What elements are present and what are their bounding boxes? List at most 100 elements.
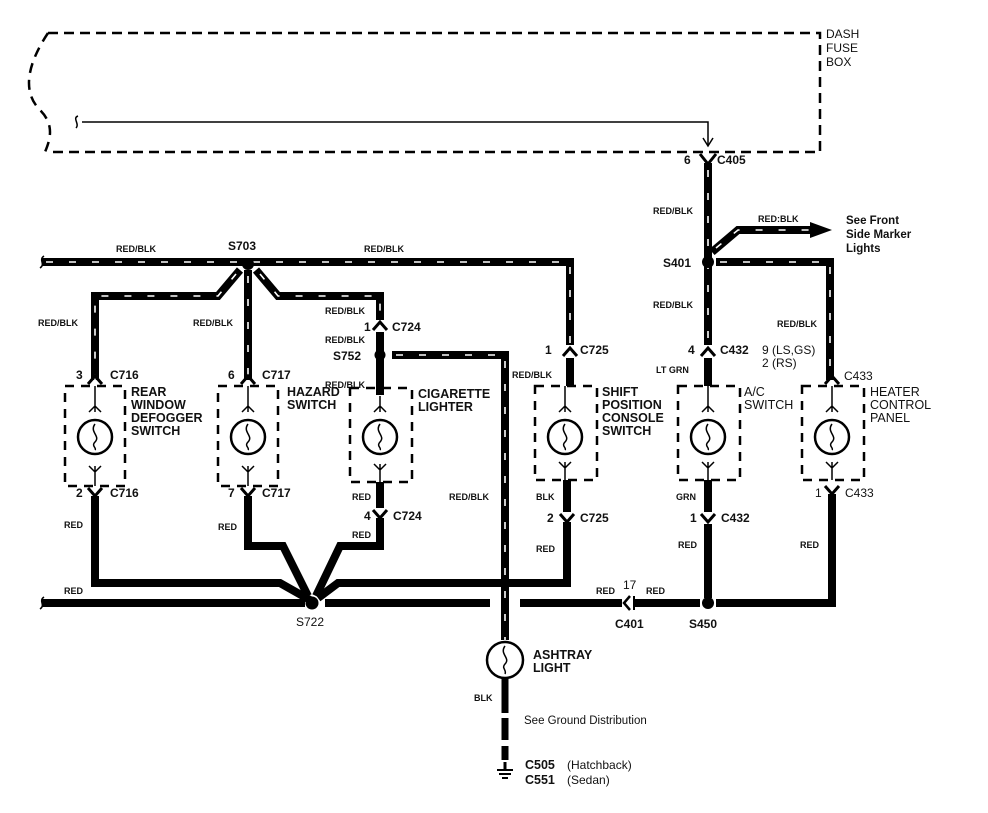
c432-top-pin: 4 xyxy=(688,343,695,357)
bulb-icon xyxy=(76,418,114,456)
c433-pin-2: 2 (RS) xyxy=(762,356,797,370)
s752-label: S752 xyxy=(333,349,361,363)
hazard-label-1: HAZARD xyxy=(287,385,340,399)
c433-pin-1: 9 (LS,GS) xyxy=(762,343,815,357)
wire-label: RED/BLK xyxy=(325,335,365,345)
wire-label: RED/BLK xyxy=(325,380,365,390)
wire-label: RED xyxy=(64,586,84,596)
defogger-label-1: REAR xyxy=(131,385,166,399)
hazard-label-2: SWITCH xyxy=(287,398,336,412)
front-marker-note-1: See Front xyxy=(846,215,899,227)
splice-s722 xyxy=(305,596,319,610)
wire-label: RED xyxy=(536,544,556,554)
arrow-right-icon xyxy=(810,222,832,238)
c401-pin: 17 xyxy=(623,578,637,592)
wire-label: RED xyxy=(218,522,238,532)
c716-bot-pin: 2 xyxy=(76,486,83,500)
cigarette-label-2: LIGHTER xyxy=(418,400,473,414)
ground-c551: C551 xyxy=(525,773,555,787)
wire-label: RED xyxy=(64,520,84,530)
c433-bot-pin: 1 xyxy=(815,486,822,500)
c716-top-pin: 3 xyxy=(76,368,83,382)
wire-label: RED/BLK xyxy=(364,244,404,254)
front-marker-note-3: Lights xyxy=(846,243,881,255)
c716-bot-name: C716 xyxy=(110,486,139,500)
splice-s450 xyxy=(702,597,714,609)
wire-label: LT GRN xyxy=(656,365,689,375)
wire-label: BLK xyxy=(474,693,493,703)
ground-c505-note: (Hatchback) xyxy=(567,758,632,772)
ashtray-label-1: ASHTRAY xyxy=(533,648,593,662)
wire-red-blk-bus: RED/BLK RED/BLK RED/BLK xyxy=(39,244,574,380)
wire-label: RED/BLK xyxy=(325,306,365,316)
c724-bot-pin: 4 xyxy=(364,509,371,523)
shift-label-2: POSITION xyxy=(602,398,662,412)
front-marker-note-2: Side Marker xyxy=(846,229,912,241)
ground-c551-note: (Sedan) xyxy=(567,773,610,787)
wire-label: RED/BLK xyxy=(777,319,817,329)
c717-bot-pin: 7 xyxy=(228,486,235,500)
ground-note: See Ground Distribution xyxy=(524,715,647,727)
cigarette-lighter: CIGARETTE LIGHTER RED 4 C724 RED xyxy=(348,386,490,540)
ac-switch: A/C SWITCH 4 C432 LT GRN GRN 1 C432 RED xyxy=(656,343,793,598)
c724-top-name: C724 xyxy=(392,320,421,334)
splice-s401 xyxy=(702,256,714,268)
ashtray-label-2: LIGHT xyxy=(533,661,571,675)
bulb-icon xyxy=(361,418,399,456)
wire-label: BLK xyxy=(536,492,555,502)
wire-label: RED:BLK xyxy=(758,214,799,224)
fuse-box-label-1: DASH xyxy=(826,27,859,41)
connector-c405: 6 C405 xyxy=(684,153,746,167)
ashtray-light: ASHTRAY LIGHT BLK See Ground Distributio… xyxy=(474,640,647,760)
ground-c505: C505 xyxy=(525,758,555,772)
wire-red-blk-s401-riser: RED/BLK RED/BLK xyxy=(653,163,712,345)
wire-label: RED xyxy=(646,586,666,596)
shift-label-1: SHIFT xyxy=(602,385,638,399)
ac-label-1: A/C xyxy=(744,385,765,399)
wire-label: RED/BLK xyxy=(193,318,233,328)
c725-top-pin: 1 xyxy=(545,343,552,357)
shift-position-console-switch: SHIFT POSITION CONSOLE SWITCH 1 C725 BLK… xyxy=(533,343,664,554)
c405-pin: 6 xyxy=(684,153,691,167)
c724-top-pin: 1 xyxy=(364,320,371,334)
s450-label: S450 xyxy=(689,617,717,631)
dash-fuse-box: DASH FUSE BOX xyxy=(27,27,859,154)
defogger-label-2: WINDOW xyxy=(131,398,186,412)
wire-red-returns: RED RED RED RED RED xyxy=(39,496,700,610)
c717-bot-name: C717 xyxy=(262,486,291,500)
wire-label: RED/BLK xyxy=(653,206,693,216)
shift-label-3: CONSOLE xyxy=(602,411,664,425)
ground-symbol: C505 (Hatchback) C551 (Sedan) xyxy=(497,758,632,787)
s722-label: S722 xyxy=(296,615,324,629)
heater-label-3: PANEL xyxy=(870,411,910,425)
wire-label: RED/BLK xyxy=(653,300,693,310)
bulb-icon xyxy=(229,418,267,456)
defogger-label-4: SWITCH xyxy=(131,424,180,438)
wire-s752-ashtray: RED/BLK xyxy=(392,351,509,640)
wire-label: RED xyxy=(596,586,616,596)
wire-label: RED/BLK xyxy=(116,244,156,254)
c432-bot-pin: 1 xyxy=(690,511,697,525)
c405-name: C405 xyxy=(717,153,746,167)
fuse-box-label-2: FUSE xyxy=(826,41,858,55)
shift-label-4: SWITCH xyxy=(602,424,651,438)
connector-c401: 17 C401 xyxy=(615,578,644,631)
connector-c724-top: 1 C724 RED/BLK RED/BLK xyxy=(325,319,421,395)
wire-label: RED/BLK xyxy=(512,370,552,380)
wire-label: RED xyxy=(800,540,820,550)
ac-label-2: SWITCH xyxy=(744,398,793,412)
wire-label: GRN xyxy=(676,492,696,502)
wire-s401-heater: RED/BLK xyxy=(716,258,834,380)
c716-top-name: C716 xyxy=(110,368,139,382)
c725-top-name: C725 xyxy=(580,343,609,357)
bulb-icon xyxy=(813,418,851,456)
defogger-label-3: DEFOGGER xyxy=(131,411,203,425)
hazard-switch: HAZARD SWITCH 6 C717 7 C717 xyxy=(216,368,340,500)
rear-window-defogger-switch: REAR WINDOW DEFOGGER SWITCH 3 C716 2 C71… xyxy=(63,368,203,500)
wire-label: RED/BLK xyxy=(449,492,489,502)
s401-label: S401 xyxy=(663,256,691,270)
c717-top-pin: 6 xyxy=(228,368,235,382)
c432-bot-name: C432 xyxy=(721,511,750,525)
c724-bot-name: C724 xyxy=(393,509,422,523)
fuse-box-label-3: BOX xyxy=(826,55,851,69)
